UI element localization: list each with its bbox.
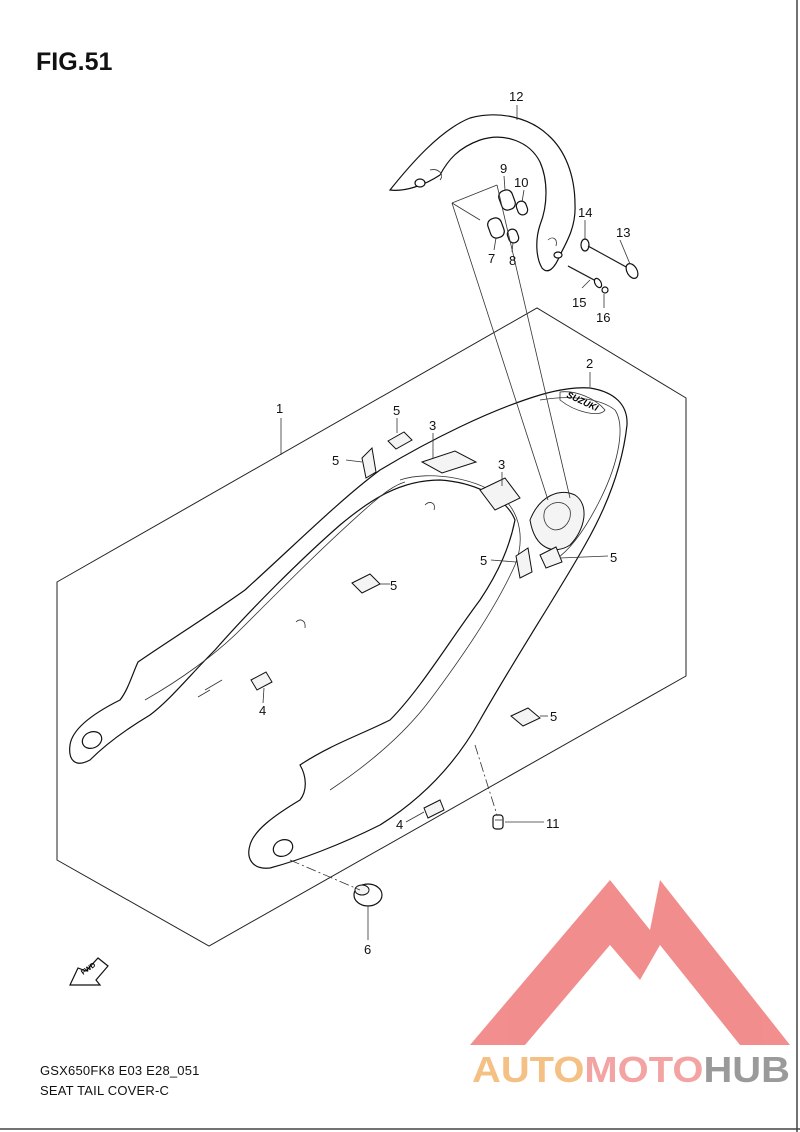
part-label-5e: 5 <box>610 550 617 565</box>
model-code: GSX650FK8 E03 E28_051 <box>40 1063 200 1078</box>
seat-tail-cover <box>69 387 628 869</box>
figure-title: FIG.51 <box>36 48 113 76</box>
part-label-11: 11 <box>546 816 560 831</box>
figure-caption: SEAT TAIL COVER-C <box>40 1083 170 1098</box>
watermark-hub: HUB <box>703 1049 790 1090</box>
assembly-box <box>56 307 687 947</box>
part-label-5b: 5 <box>332 453 339 468</box>
part-label-10: 10 <box>514 175 528 190</box>
part-label-3b: 3 <box>498 457 505 472</box>
assembly-lines <box>262 105 631 940</box>
bushings <box>487 189 529 244</box>
part-label-1: 1 <box>276 401 283 416</box>
part-label-8: 8 <box>509 253 516 268</box>
part-label-6: 6 <box>364 942 371 957</box>
part-label-13: 13 <box>616 225 630 240</box>
fwd-arrow: FWD <box>69 957 109 986</box>
part-label-5d: 5 <box>480 553 487 568</box>
clip <box>492 814 504 830</box>
part-label-15: 15 <box>572 295 586 310</box>
watermark-moto: MOTO <box>584 1049 703 1090</box>
watermark-logo <box>470 880 790 1045</box>
part-label-5a: 5 <box>393 403 400 418</box>
part-label-4b: 4 <box>396 817 403 832</box>
grab-handle-assembly <box>388 114 576 272</box>
part-labels: 1 2 3 3 4 4 5 5 5 5 5 5 6 7 8 9 10 11 12… <box>259 89 630 957</box>
watermark-auto: AUTO <box>472 1049 584 1090</box>
grommet <box>353 883 383 907</box>
part-label-16: 16 <box>596 310 610 325</box>
part-label-14: 14 <box>578 205 592 220</box>
part-label-3a: 3 <box>429 418 436 433</box>
sticker-shapes <box>250 431 563 819</box>
part-label-4a: 4 <box>259 703 266 718</box>
part-label-5c: 5 <box>390 578 397 593</box>
part-label-7: 7 <box>488 251 495 266</box>
part-label-12: 12 <box>509 89 523 104</box>
part-label-5f: 5 <box>550 709 557 724</box>
part-label-9: 9 <box>500 161 507 176</box>
fasteners <box>567 238 639 294</box>
part-label-2: 2 <box>586 356 593 371</box>
